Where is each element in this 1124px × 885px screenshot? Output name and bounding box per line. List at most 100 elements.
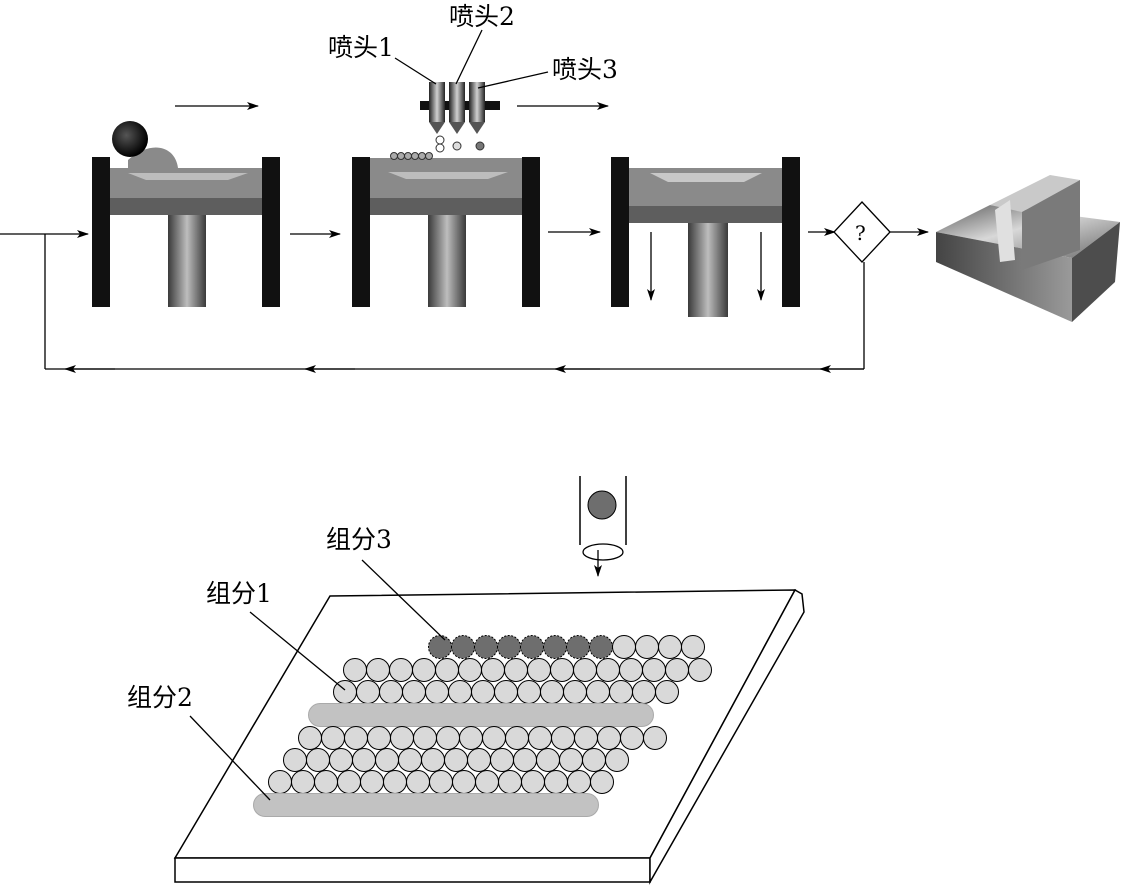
component-2-label: 组分2 — [127, 683, 193, 712]
decision-diamond: ? — [833, 201, 891, 263]
component-1-sphere — [494, 680, 518, 704]
component-1-sphere — [314, 770, 338, 794]
component-1-sphere — [544, 770, 568, 794]
component-1-sphere — [402, 680, 426, 704]
component-1-sphere — [413, 726, 437, 750]
component-1-sphere — [375, 748, 399, 772]
component-1-sphere — [528, 726, 552, 750]
component-1-sphere — [655, 680, 679, 704]
component-1-sphere — [513, 748, 537, 772]
component-1-sphere — [609, 680, 633, 704]
component-3-sphere — [589, 635, 613, 659]
component-1-sphere — [283, 748, 307, 772]
component-1-sphere — [412, 658, 436, 682]
component-3-sphere — [543, 635, 567, 659]
component-1-sphere — [612, 635, 636, 659]
component-1-sphere — [459, 726, 483, 750]
component-1-sphere — [681, 635, 705, 659]
component-1-sphere — [605, 748, 629, 772]
component-1-sphere — [632, 680, 656, 704]
component-3-sphere — [520, 635, 544, 659]
component-1-sphere — [498, 770, 522, 794]
component-1-sphere — [563, 680, 587, 704]
component-1-sphere — [481, 658, 505, 682]
component-1-sphere — [268, 770, 292, 794]
component-1-sphere — [482, 726, 506, 750]
finished-part — [936, 175, 1120, 322]
component-1-sphere — [536, 748, 560, 772]
component-1-sphere — [343, 658, 367, 682]
component-1-sphere — [344, 726, 368, 750]
component-1-sphere — [586, 680, 610, 704]
component-1-sphere — [329, 748, 353, 772]
component-1-sphere — [337, 770, 361, 794]
component-1-sphere — [559, 748, 583, 772]
component-1-sphere — [505, 726, 529, 750]
component-1-sphere — [389, 658, 413, 682]
component-1-sphere — [383, 770, 407, 794]
deposited-droplets — [390, 152, 433, 160]
component-1-sphere — [573, 658, 597, 682]
process-flow-lines — [0, 102, 929, 373]
component-3-sphere — [451, 635, 475, 659]
component-1-sphere — [643, 726, 667, 750]
component-1-sphere — [458, 658, 482, 682]
nozzle-2-label: 喷头2 — [449, 2, 515, 31]
component-1-sphere — [550, 658, 574, 682]
component-3-sphere — [428, 635, 452, 659]
component-1-sphere — [467, 748, 491, 772]
component-1-sphere — [490, 748, 514, 772]
component-1-sphere — [366, 658, 390, 682]
component-1-sphere — [517, 680, 541, 704]
component-1-sphere — [352, 748, 376, 772]
component-1-sphere — [367, 726, 391, 750]
component-1-sphere — [390, 726, 414, 750]
station-inkjet — [352, 29, 549, 307]
component-1-sphere — [619, 658, 643, 682]
component-1-sphere — [590, 770, 614, 794]
station-lowering — [611, 157, 800, 317]
component-1-sphere — [620, 726, 644, 750]
component-1-sphere — [321, 726, 345, 750]
component-1-sphere — [551, 726, 575, 750]
component-1-sphere — [452, 770, 476, 794]
component-2-band — [308, 703, 654, 727]
component-3-sphere — [474, 635, 498, 659]
component-1-sphere — [658, 635, 682, 659]
component-1-sphere — [582, 748, 606, 772]
component-1-sphere — [425, 680, 449, 704]
component-1-sphere — [435, 658, 459, 682]
component-1-sphere — [429, 770, 453, 794]
component-3-sphere — [566, 635, 590, 659]
component-1-sphere — [306, 748, 330, 772]
component-2-band — [253, 793, 599, 817]
component-1-sphere — [444, 748, 468, 772]
component-1-sphere — [688, 658, 712, 682]
component-1-sphere — [527, 658, 551, 682]
component-1-sphere — [421, 748, 445, 772]
component-1-sphere — [406, 770, 430, 794]
component-1-sphere — [504, 658, 528, 682]
component-1-sphere — [436, 726, 460, 750]
component-labels: 组分3 组分1 组分2 — [127, 525, 446, 801]
nozzle-3-label: 喷头3 — [552, 55, 618, 84]
roller — [112, 121, 148, 157]
component-1-sphere — [596, 658, 620, 682]
component-3-sphere — [497, 635, 521, 659]
component-1-sphere — [475, 770, 499, 794]
component-1-sphere — [448, 680, 472, 704]
sphere-layer — [253, 635, 712, 817]
component-1-sphere — [398, 748, 422, 772]
component-1-sphere — [574, 726, 598, 750]
component-1-sphere — [567, 770, 591, 794]
component-1-sphere — [635, 635, 659, 659]
component-1-sphere — [356, 680, 380, 704]
nozzle-1-label: 喷头1 — [328, 33, 394, 62]
component-1-label: 组分1 — [206, 579, 272, 608]
station-powder-spreading — [92, 121, 280, 307]
component-1-sphere — [540, 680, 564, 704]
component-1-sphere — [360, 770, 384, 794]
component-1-sphere — [298, 726, 322, 750]
component-1-sphere — [471, 680, 495, 704]
